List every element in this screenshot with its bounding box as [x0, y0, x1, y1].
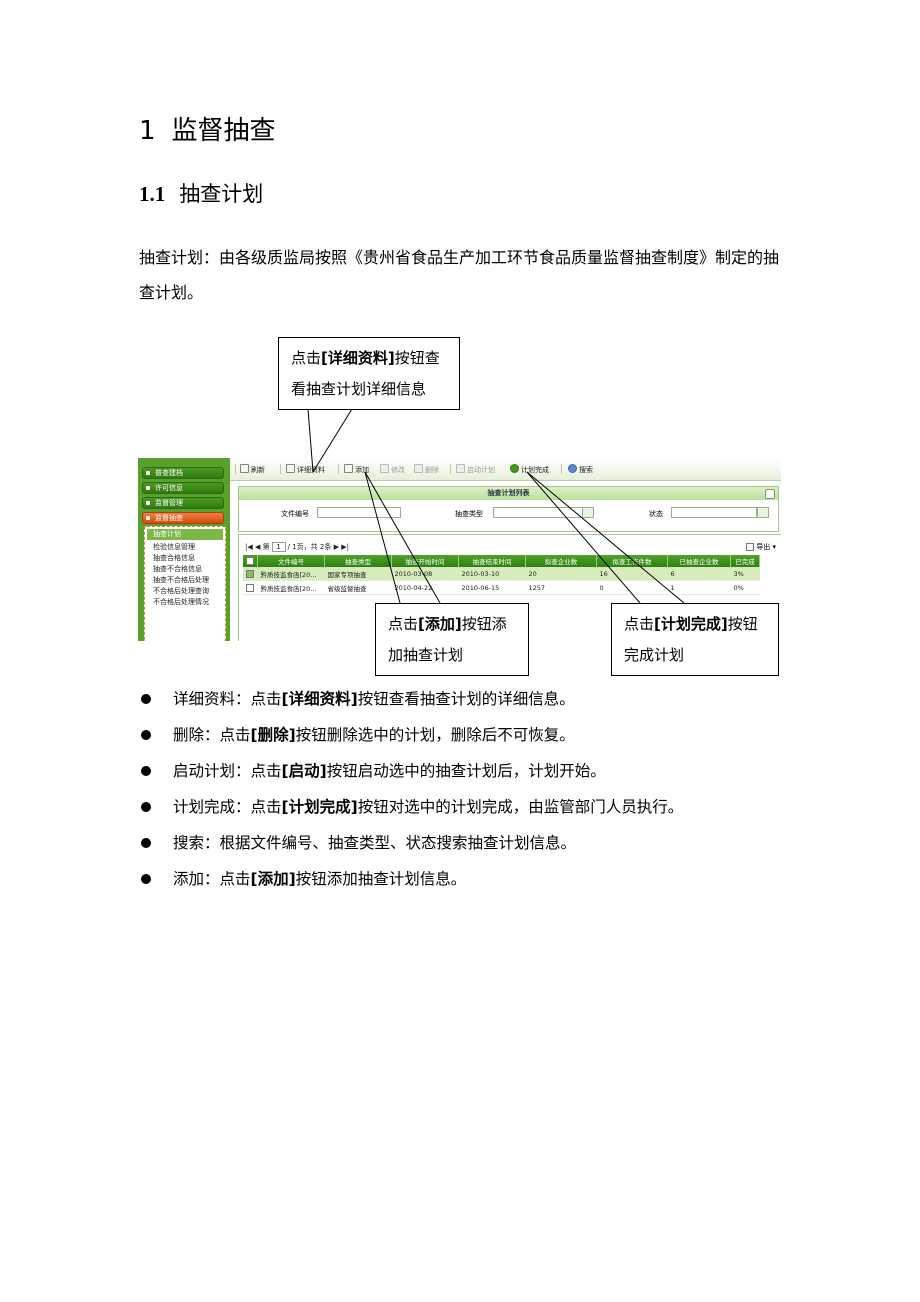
- submenu-item[interactable]: 不合格后处理情况: [153, 598, 209, 606]
- pointer-line-detail-left: [307, 408, 314, 473]
- next-page-icon[interactable]: ▶: [333, 543, 339, 551]
- last-page-icon[interactable]: ▶|: [341, 543, 349, 551]
- edit-icon: [380, 464, 389, 473]
- doc-no-label: 文件编号: [281, 510, 309, 518]
- col-header[interactable]: 抽查类型: [324, 555, 392, 567]
- add-button[interactable]: 添加: [344, 464, 369, 475]
- callout-complete: 点击[计划完成]按钮完成计划: [611, 603, 779, 676]
- toolbar-separator: [235, 464, 236, 474]
- sidebar-submenu: 抽查计划 检验信息管理 抽查合格信息 抽查不合格信息 抽查不合格后处理 不合格后…: [144, 526, 226, 641]
- submenu-item[interactable]: 不合格后处理查询: [153, 587, 209, 595]
- plan-table: 文件编号 抽查类型 抽查开始时间 抽查结束时间 拟查企业数 拟查工作件数 已抽查…: [243, 555, 760, 595]
- heading-2-number: 1.1: [139, 182, 166, 206]
- pointer-line-complete-right: [526, 471, 685, 604]
- page-input[interactable]: 1: [271, 542, 286, 552]
- callout-detail: 点击[详细资料]按钮查看抽查计划详细信息: [278, 337, 460, 410]
- refresh-icon: [240, 464, 249, 473]
- menu-item-census[interactable]: 普查建档: [142, 467, 224, 479]
- pointer-line-complete-left: [526, 471, 641, 604]
- search-icon: [568, 464, 577, 473]
- status-select[interactable]: [671, 507, 757, 518]
- heading-1-number: 1: [139, 116, 156, 146]
- delete-icon: [414, 464, 423, 473]
- col-header[interactable]: 抽查结束时间: [458, 555, 526, 567]
- doc-no-input[interactable]: [317, 507, 401, 518]
- sidebar: 普查建档 许可信息 监督管理 监督抽查 抽查计划 检验信息管理 抽查合格信息 抽…: [138, 458, 230, 641]
- search-button[interactable]: 搜索: [568, 464, 593, 475]
- panel-title: 抽查计划列表: [239, 487, 778, 500]
- row-checkbox[interactable]: [243, 580, 258, 595]
- list-item: 计划完成：点击[计划完成]按钮对选中的计划完成，由监管部门人员执行。: [139, 796, 839, 832]
- refresh-button[interactable]: 刷新: [240, 464, 265, 475]
- toolbar-separator: [338, 464, 339, 474]
- intro-paragraph: 抽查计划：由各级质监局按照《贵州省食品生产加工环节食品质量监督抽查制度》制定的抽…: [139, 248, 780, 302]
- sidebar-menu: 普查建档 许可信息 监督管理 监督抽查: [142, 467, 224, 527]
- bullet-list: 详细资料：点击[详细资料]按钮查看抽查计划的详细信息。 删除：点击[删除]按钮删…: [139, 688, 839, 904]
- toolbar-separator: [561, 464, 562, 474]
- list-item: 搜索：根据文件编号、抽查类型、状态搜索抽查计划信息。: [139, 832, 839, 868]
- col-header[interactable]: 拟查工作件数: [596, 555, 668, 567]
- callout-add: 点击[添加]按钮添加抽查计划: [375, 603, 529, 676]
- start-plan-button[interactable]: 启动计划: [456, 464, 495, 475]
- pointer-line-detail-right: [312, 408, 353, 473]
- app-screenshot: 普查建档 许可信息 监督管理 监督抽查 抽查计划 检验信息管理 抽查合格信息 抽…: [138, 458, 781, 641]
- toolbar-separator: [280, 464, 281, 474]
- status-label: 状态: [649, 510, 663, 518]
- pointer-line-add-right: [364, 471, 441, 604]
- list-item: 添加：点击[添加]按钮添加抽查计划信息。: [139, 868, 839, 904]
- detail-button[interactable]: 详细资料: [286, 464, 325, 475]
- export-button[interactable]: 导出 ▾: [746, 542, 776, 552]
- row-checkbox[interactable]: [243, 567, 258, 581]
- col-header[interactable]: 抽查开始时间: [391, 555, 459, 567]
- add-icon: [344, 464, 353, 473]
- submenu-item[interactable]: 检验信息管理: [153, 543, 195, 551]
- collapse-icon[interactable]: [765, 489, 775, 499]
- table-row[interactable]: 黔质技监食函[20... 省级监督抽查 2010-04-22 2010-06-1…: [243, 580, 760, 595]
- col-header[interactable]: 文件编号: [257, 555, 325, 567]
- list-item: 详细资料：点击[详细资料]按钮查看抽查计划的详细信息。: [139, 688, 839, 724]
- pointer-line-add-left: [364, 471, 401, 604]
- list-item: 删除：点击[删除]按钮删除选中的计划，删除后不可恢复。: [139, 724, 839, 760]
- select-all-header[interactable]: [243, 555, 258, 567]
- submenu-item[interactable]: 抽查不合格后处理: [153, 576, 209, 584]
- delete-button[interactable]: 删除: [414, 464, 439, 475]
- col-header[interactable]: 已抽查企业数: [667, 555, 731, 567]
- detail-icon: [286, 464, 295, 473]
- menu-item-spot-check[interactable]: 监督抽查: [142, 512, 224, 524]
- menu-item-license[interactable]: 许可信息: [142, 482, 224, 494]
- menu-item-supervision[interactable]: 监督管理: [142, 497, 224, 509]
- edit-button[interactable]: 修改: [380, 464, 405, 475]
- list-item: 启动计划：点击[启动]按钮启动选中的抽查计划后，计划开始。: [139, 760, 839, 796]
- col-header[interactable]: 已完成: [730, 555, 760, 567]
- heading-1-text: 监督抽查: [171, 116, 276, 146]
- type-label: 抽查类型: [455, 510, 483, 518]
- main-area: 刷新 详细资料 添加 修改 删除 启动计划 计划完成 搜索 抽查计划列表 文件编…: [230, 458, 781, 641]
- chevron-down-icon[interactable]: [757, 507, 769, 518]
- chevron-down-icon[interactable]: [582, 507, 594, 518]
- submenu-item[interactable]: 抽查合格信息: [153, 554, 195, 562]
- heading-2-text: 抽查计划: [179, 182, 264, 206]
- search-panel: 抽查计划列表 文件编号 抽查类型 状态: [238, 486, 779, 532]
- col-header[interactable]: 拟查企业数: [525, 555, 597, 567]
- heading-1: 1 监督抽查: [139, 110, 276, 147]
- heading-2: 1.1 抽查计划: [139, 178, 263, 208]
- table-row[interactable]: 黔质技监食函[20... 国家专项抽查 2010-03-08 2010-03-1…: [243, 567, 760, 581]
- toolbar: 刷新 详细资料 添加 修改 删除 启动计划 计划完成 搜索: [230, 458, 781, 481]
- submenu-item-plan[interactable]: 抽查计划: [147, 529, 223, 540]
- complete-plan-button[interactable]: 计划完成: [510, 464, 549, 475]
- submenu-item[interactable]: 抽查不合格信息: [153, 565, 202, 573]
- excel-icon: [746, 543, 755, 551]
- check-icon: [510, 464, 519, 473]
- start-icon: [456, 464, 465, 473]
- first-page-icon[interactable]: |◀: [245, 543, 253, 551]
- toolbar-separator: [450, 464, 451, 474]
- prev-page-icon[interactable]: ◀: [254, 543, 261, 551]
